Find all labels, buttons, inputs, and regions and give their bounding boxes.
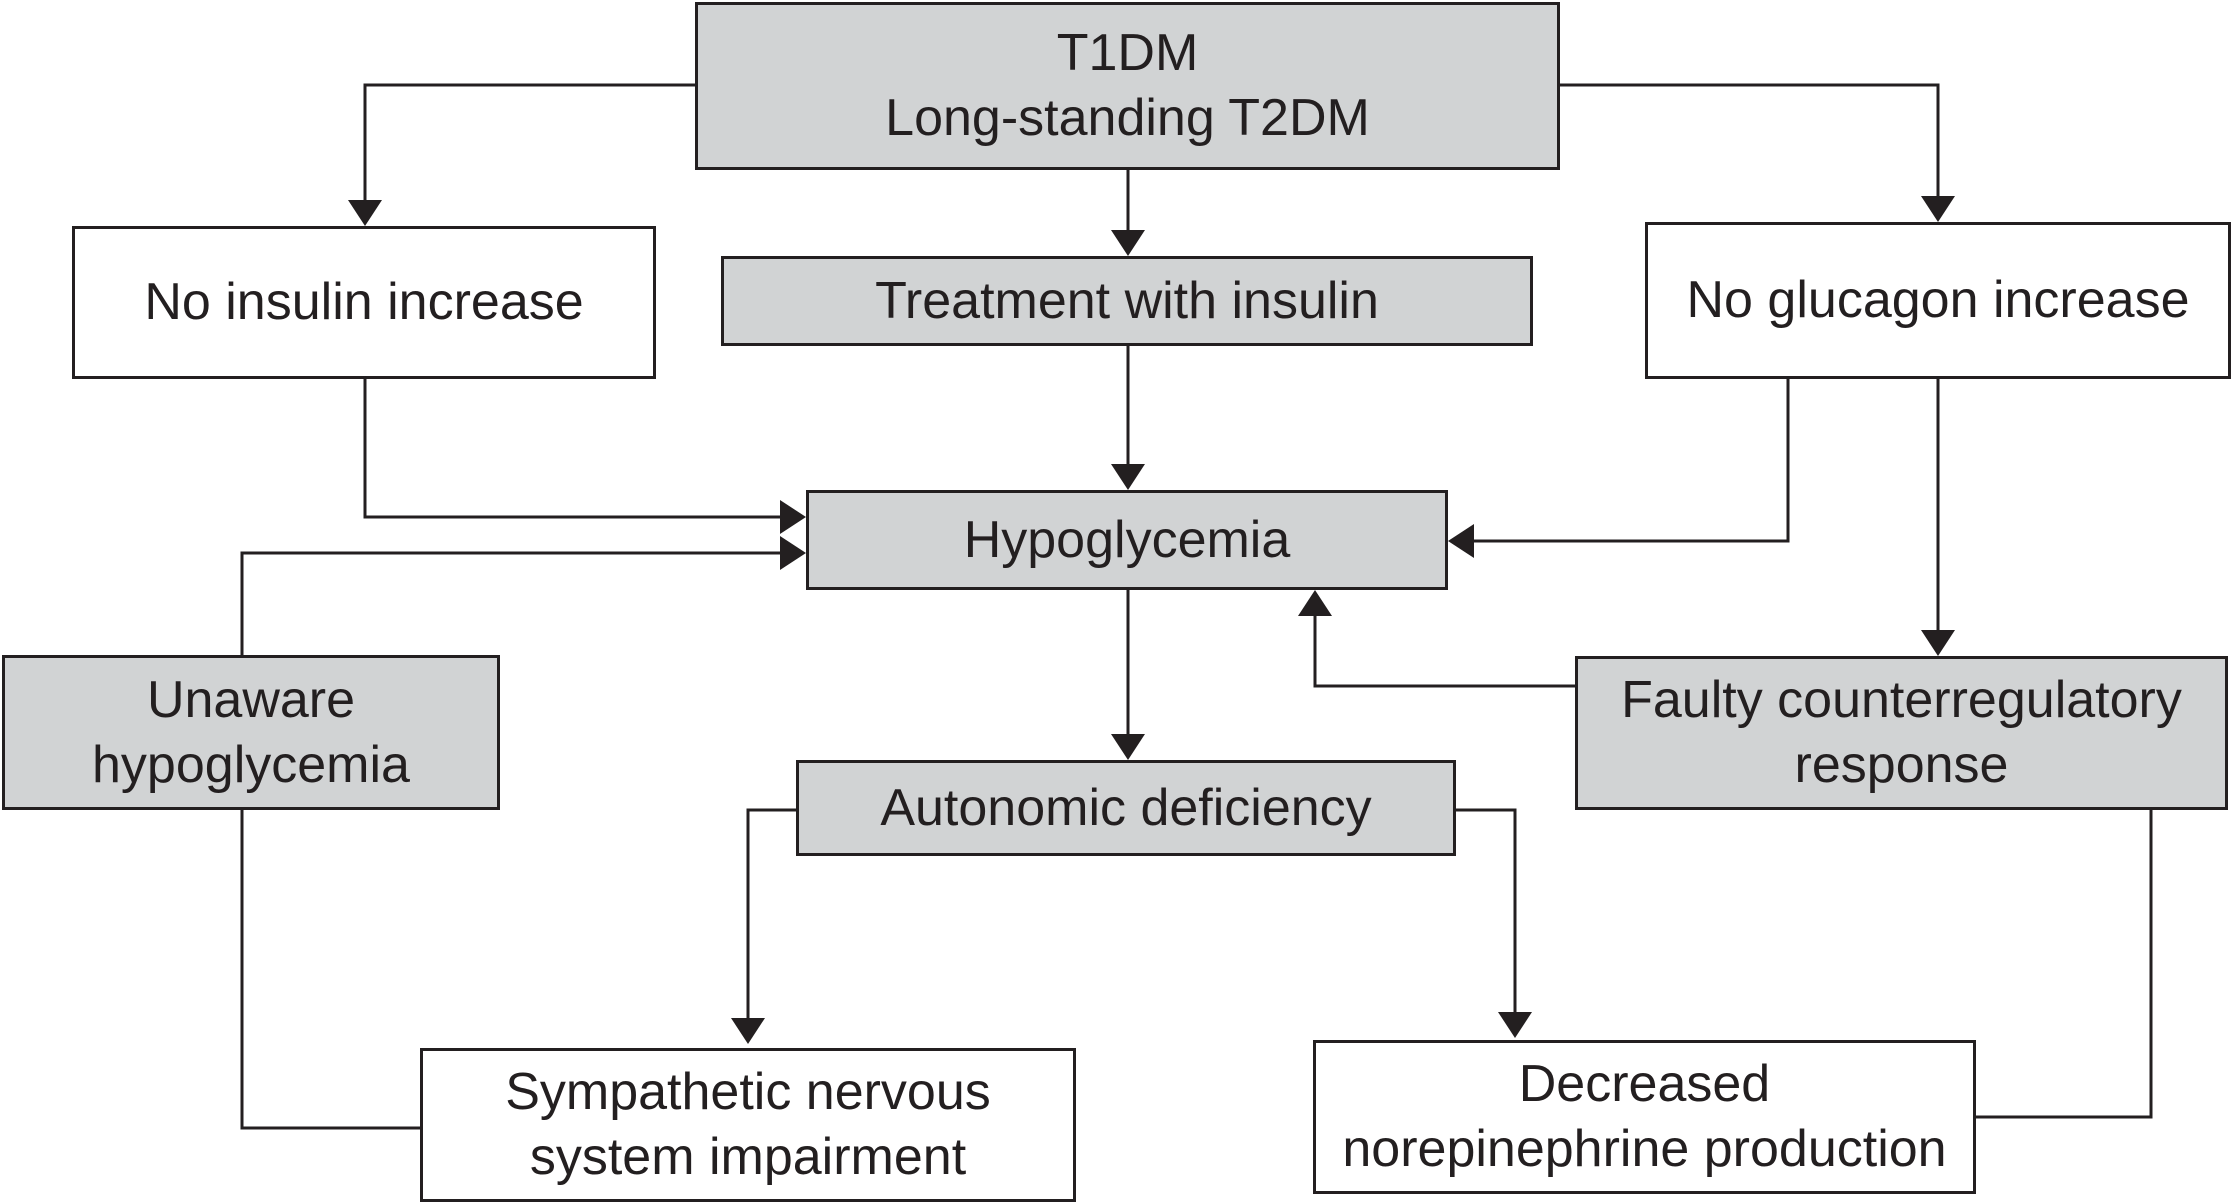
connector-no-insulin-to-hypoglycemia	[363, 379, 780, 519]
arrowhead-autonomic-sympathetic	[731, 1018, 765, 1044]
connector-faulty-to-hypoglycemia	[1313, 616, 1575, 688]
connector-unaware-to-sympathetic	[240, 809, 420, 1130]
node-faulty-counterregulatory-response: Faulty counterregulatory response	[1575, 656, 2228, 810]
arrowhead-autonomic-norepinephrine	[1498, 1012, 1532, 1038]
connector-autonomic-to-norepinephrine	[1456, 808, 1517, 1012]
node-autonomic-deficiency: Autonomic deficiency	[796, 760, 1456, 856]
node-autonomic-label: Autonomic deficiency	[880, 778, 1372, 837]
node-top-line2: Long-standing T2DM	[885, 89, 1370, 147]
connector-faulty-to-norepinephrine	[1976, 809, 2153, 1119]
arrowhead-no-glucagon	[1921, 196, 1955, 222]
node-norepinephrine-line2: norepinephrine production	[1342, 1120, 1947, 1178]
arrowhead-no-insulin-hypoglycemia	[780, 500, 806, 534]
node-no-insulin-increase: No insulin increase	[72, 226, 656, 379]
node-unaware-hypoglycemia: Unaware hypoglycemia	[2, 655, 500, 810]
node-decreased-norepinephrine-production: Decreased norepinephrine production	[1313, 1040, 1976, 1194]
node-sympathetic-line1: Sympathetic nervous	[505, 1063, 991, 1121]
arrowhead-no-insulin	[348, 200, 382, 226]
node-hypoglycemia: Hypoglycemia	[806, 490, 1448, 590]
arrowhead-treatment-hypoglycemia	[1111, 464, 1145, 490]
arrowhead-treatment	[1111, 230, 1145, 256]
arrowhead-hypoglycemia-autonomic	[1111, 734, 1145, 760]
connector-top-to-no-insulin	[363, 83, 695, 200]
node-norepinephrine-line1: Decreased	[1518, 1055, 1771, 1113]
arrowhead-faulty-hypoglycemia	[1298, 590, 1332, 616]
connector-no-glucagon-to-hypoglycemia	[1474, 379, 1790, 543]
node-sympathetic-line2: system impairment	[529, 1128, 967, 1186]
node-t1dm-long-standing-t2dm: T1DM Long-standing T2DM	[695, 2, 1560, 170]
arrowhead-no-glucagon-faulty	[1921, 630, 1955, 656]
node-faulty-line2: response	[1794, 736, 2009, 794]
connector-unaware-to-hypoglycemia	[240, 551, 780, 655]
node-treatment-with-insulin: Treatment with insulin	[721, 256, 1533, 346]
node-no-glucagon-label: No glucagon increase	[1686, 271, 2190, 329]
arrowhead-no-glucagon-hypoglycemia	[1448, 524, 1474, 558]
node-no-insulin-label: No insulin increase	[144, 273, 584, 331]
node-sympathetic-nervous-system-impairment: Sympathetic nervous system impairment	[420, 1048, 1076, 1202]
node-treatment-label: Treatment with insulin	[875, 271, 1379, 330]
node-no-glucagon-increase: No glucagon increase	[1645, 222, 2231, 379]
node-unaware-line2: hypoglycemia	[92, 735, 410, 794]
node-hypoglycemia-label: Hypoglycemia	[963, 510, 1291, 569]
connector-autonomic-to-sympathetic	[746, 808, 796, 1018]
connector-top-to-no-glucagon	[1560, 83, 1940, 196]
node-unaware-line1: Unaware	[146, 670, 356, 729]
node-faulty-line1: Faulty counterregulatory	[1621, 671, 2182, 729]
arrowhead-unaware-hypoglycemia	[780, 536, 806, 570]
node-top-line1: T1DM	[1056, 24, 1199, 82]
